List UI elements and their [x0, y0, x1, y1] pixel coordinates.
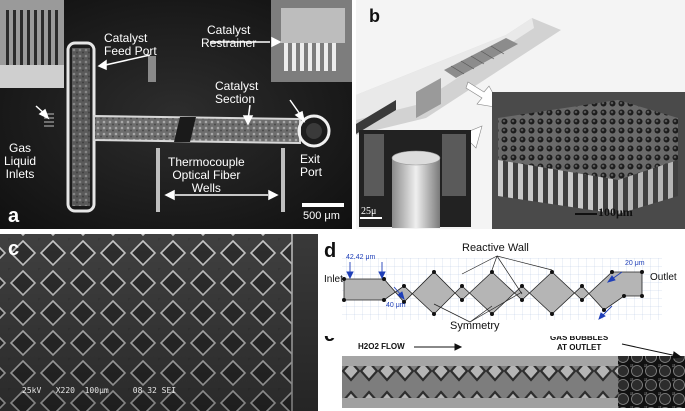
dim-20-label: 20 μm	[625, 260, 645, 267]
inlet-label: Inlet	[324, 274, 343, 285]
dim-42-label: 42.42 μm	[346, 254, 376, 261]
scale-bar-a	[302, 203, 344, 207]
sem-info-bar: 25kV X220 100μm 08 32 SEI	[22, 386, 177, 395]
h2o2-flow-label: H2O2 FLOW	[358, 342, 405, 351]
panel-c-micrograph	[0, 234, 318, 411]
panel-d: d Reactive Wall Inlet Outlet Symmetry 42…	[322, 234, 685, 334]
panel-b-micrograph	[356, 18, 685, 229]
catalyst-feed-port-label: Catalyst Feed Port	[104, 31, 157, 58]
panel-c-label: c	[8, 238, 20, 260]
panel-e-label: e	[324, 336, 335, 347]
gas-liquid-inlets-label: Gas Liquid Inlets	[4, 141, 37, 181]
panel-a-label: a	[8, 205, 20, 227]
panel-e: e H2O2 FLOW GAS BUBBLES AT OUTLET	[322, 336, 685, 411]
panel-c: c 25kV X220 100μm 08 32 SEI	[0, 234, 318, 411]
catalyst-section-label: Catalyst Section	[215, 79, 259, 106]
scale-bar-b-large	[575, 213, 597, 215]
catalyst-restrainer-label: Catalyst Restrainer	[201, 23, 257, 50]
reactive-wall-label: Reactive Wall	[462, 242, 529, 254]
panel-d-label: d	[324, 240, 337, 262]
gas-bubbles-label: GAS BUBBLES AT OUTLET	[550, 336, 609, 352]
thermocouple-wells-label: Thermocouple Optical Fiber Wells	[168, 155, 245, 195]
panel-d-schematic	[342, 255, 662, 323]
panel-a: a Catalyst Feed Port Catalyst Restrainer…	[0, 0, 352, 229]
symmetry-label: Symmetry	[450, 320, 500, 332]
scale-label-b-large: 100μm	[598, 205, 633, 219]
panel-e-photo	[342, 343, 685, 408]
panel-b-label: b	[369, 6, 380, 26]
dim-40-label: 40 μm	[386, 302, 406, 309]
scale-label-a: 500 μm	[303, 210, 340, 222]
panel-b: b 25μ 100μm	[356, 0, 685, 229]
panel-a-micrograph	[0, 0, 352, 229]
outlet-label: Outlet	[650, 272, 677, 283]
exit-port-label: Exit Port	[300, 152, 323, 179]
scale-bar-b-small	[360, 217, 382, 219]
scale-label-b-small: 25μ	[361, 206, 377, 217]
